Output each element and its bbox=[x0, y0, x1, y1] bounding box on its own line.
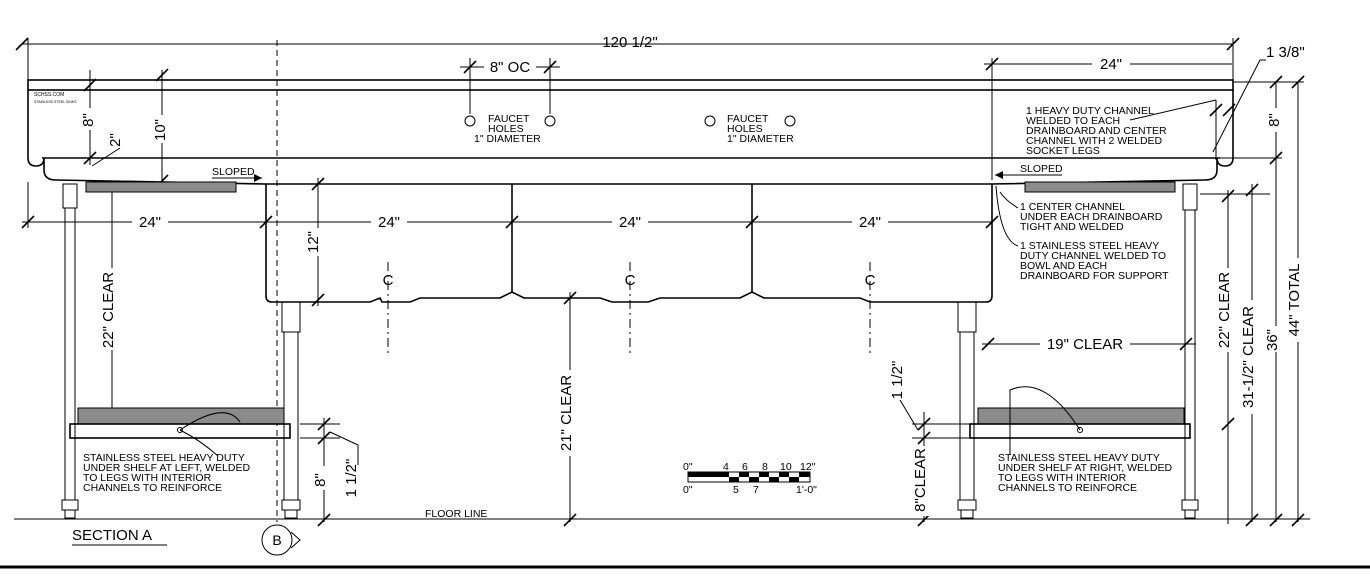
right-clear-31-label: 31-1/2" CLEAR bbox=[1240, 306, 1257, 408]
svg-text:TO LEGS WITH INTERIOR: TO LEGS WITH INTERIOR bbox=[998, 472, 1127, 484]
left-backsplash-dims: 8" 10" 2" bbox=[50, 68, 169, 188]
right-shelf-dimensions: 1 1/2" 8"CLEAR bbox=[889, 361, 970, 527]
right-shelf-clear-label: 8"CLEAR bbox=[912, 448, 929, 512]
bowl-depth-dimension: 12" bbox=[305, 177, 325, 307]
right-vertical-dimensions: 22" CLEAR 31-1/2" CLEAR 36" 44" TOTAL bbox=[1200, 75, 1310, 527]
bowl-2-label: 24" bbox=[619, 214, 641, 231]
edge-dimension: 1 3/8" bbox=[1209, 44, 1305, 160]
svg-text:BOWL AND EACH: BOWL AND EACH bbox=[1020, 260, 1107, 272]
svg-text:HOLES: HOLES bbox=[727, 123, 763, 135]
backsplash: SCHSS.COM STAINLESS STEEL SINKS bbox=[27, 79, 1234, 181]
right-undershelf: STAINLESS STEEL HEAVY DUTY UNDER SHELF A… bbox=[969, 386, 1191, 494]
svg-text:FAUCET: FAUCET bbox=[727, 113, 769, 125]
width-dimensions: 24" 24" 24" 24" bbox=[21, 182, 999, 231]
sloped-left-label: SLOPED bbox=[212, 166, 255, 178]
svg-text:10: 10 bbox=[780, 461, 792, 473]
svg-text:0": 0" bbox=[683, 484, 693, 496]
left-undershelf: STAINLESS STEEL HEAVY DUTY UNDER SHELF A… bbox=[69, 407, 291, 494]
right-drainboard: SLOPED bbox=[958, 163, 1206, 303]
faucet-holes-right: FAUCET HOLES 1" DIAMETER bbox=[704, 113, 796, 145]
svg-text:5: 5 bbox=[733, 484, 739, 496]
left-clear-dimension: 22" CLEAR bbox=[100, 192, 124, 408]
centerline-1: C bbox=[383, 272, 394, 289]
overall-dimension: 120 1/2" bbox=[15, 34, 1240, 82]
backsplash-10-label: 10" bbox=[152, 119, 169, 141]
svg-text:6: 6 bbox=[742, 461, 748, 473]
svg-text:1 STAINLESS STEEL HEAVY: 1 STAINLESS STEEL HEAVY bbox=[1020, 240, 1159, 252]
svg-text:1 CENTER CHANNEL: 1 CENTER CHANNEL bbox=[1020, 201, 1125, 213]
height-36-label: 36" bbox=[1264, 329, 1281, 351]
center-clear-dimension: 21" CLEAR bbox=[558, 291, 582, 527]
svg-text:4: 4 bbox=[723, 461, 729, 473]
svg-text:CHANNELS TO REINFORCE: CHANNELS TO REINFORCE bbox=[998, 482, 1137, 494]
backsplash-8-label: 8" bbox=[80, 113, 97, 127]
left-clear-label: 22" CLEAR bbox=[100, 272, 117, 348]
right-shelf-thick-label: 1 1/2" bbox=[889, 361, 906, 400]
bowl-3-label: 24" bbox=[859, 214, 881, 231]
left-drainboard-label: 24" bbox=[139, 214, 161, 231]
right-backsplash-8-label: 8" bbox=[1266, 113, 1283, 127]
svg-text:12": 12" bbox=[800, 461, 816, 473]
svg-text:1" DIAMETER: 1" DIAMETER bbox=[727, 133, 794, 145]
svg-text:CHANNELS TO REINFORCE: CHANNELS TO REINFORCE bbox=[83, 482, 222, 494]
svg-text:UNDER SHELF AT RIGHT, WELDED: UNDER SHELF AT RIGHT, WELDED bbox=[998, 462, 1172, 474]
section-callout: B bbox=[261, 524, 301, 556]
svg-text:1 HEAVY DUTY CHANNEL: 1 HEAVY DUTY CHANNEL bbox=[1026, 105, 1154, 117]
svg-text:DUTY CHANNEL WELDED TO: DUTY CHANNEL WELDED TO bbox=[1020, 250, 1166, 262]
svg-text:1'-0": 1'-0" bbox=[796, 484, 817, 496]
overall-length-label: 120 1/2" bbox=[602, 34, 657, 51]
bowl-depth-label: 12" bbox=[305, 231, 322, 253]
backsplash-2-label: 2" bbox=[107, 133, 124, 147]
svg-text:UNDER SHELF AT LEFT, WELDED: UNDER SHELF AT LEFT, WELDED bbox=[83, 462, 250, 474]
faucet-oc-dimension: 8" OC bbox=[460, 56, 560, 114]
svg-text:0": 0" bbox=[683, 461, 693, 473]
svg-text:FAUCET: FAUCET bbox=[488, 113, 530, 125]
left-shelf-dimensions: 8" 1 1/2" bbox=[300, 417, 360, 527]
svg-text:1" DIAMETER: 1" DIAMETER bbox=[474, 133, 541, 145]
svg-text:STAINLESS STEEL HEAVY DUTY: STAINLESS STEEL HEAVY DUTY bbox=[998, 452, 1160, 464]
scale-bar: 0" 4 6 8 10 12" 0" 5 7 1'-0" bbox=[683, 461, 817, 496]
sink-bowls: C C C bbox=[266, 183, 992, 355]
right-clear-22-label: 22" CLEAR bbox=[1216, 272, 1233, 348]
faucet-oc-label: 8" OC bbox=[490, 59, 531, 76]
svg-text:CHANNEL WITH 2 WELDED: CHANNEL WITH 2 WELDED bbox=[1026, 135, 1163, 147]
floor-line: FLOOR LINE bbox=[14, 508, 1310, 520]
svg-text:STAINLESS STEEL HEAVY DUTY: STAINLESS STEEL HEAVY DUTY bbox=[83, 452, 245, 464]
svg-text:B: B bbox=[272, 532, 281, 548]
section-label: SECTION A bbox=[72, 527, 167, 546]
centerline-3: C bbox=[865, 272, 876, 289]
sloped-right-label: SLOPED bbox=[1020, 163, 1063, 175]
right-19-clear-label: 19" CLEAR bbox=[1047, 336, 1123, 353]
svg-text:SOCKET LEGS: SOCKET LEGS bbox=[1026, 145, 1100, 157]
svg-text:TIGHT AND WELDED: TIGHT AND WELDED bbox=[1020, 221, 1124, 233]
svg-text:SECTION A: SECTION A bbox=[72, 527, 152, 544]
svg-text:8: 8 bbox=[762, 461, 768, 473]
svg-text:UNDER EACH DRAINBOARD: UNDER EACH DRAINBOARD bbox=[1020, 211, 1163, 223]
right-19-clear-dimension: 19" CLEAR bbox=[981, 334, 1196, 353]
edge-label: 1 3/8" bbox=[1266, 44, 1305, 61]
left-drainboard: SLOPED bbox=[55, 166, 300, 303]
right-drainboard-top-label: 24" bbox=[1100, 56, 1122, 73]
svg-text:TO LEGS WITH INTERIOR: TO LEGS WITH INTERIOR bbox=[83, 472, 212, 484]
svg-text:7: 7 bbox=[753, 484, 759, 496]
logo-line2: STAINLESS STEEL SINKS bbox=[34, 100, 77, 104]
center-clear-label: 21" CLEAR bbox=[558, 375, 575, 451]
right-notes: 1 HEAVY DUTY CHANNEL WELDED TO EACH DRAI… bbox=[995, 99, 1217, 282]
left-shelf-thick-label: 1 1/2" bbox=[343, 459, 360, 498]
svg-text:WELDED TO EACH: WELDED TO EACH bbox=[1026, 115, 1120, 127]
bowl-1-label: 24" bbox=[378, 214, 400, 231]
left-shelf-8-label: 8" bbox=[312, 473, 329, 487]
logo-line1: SCHSS.COM bbox=[34, 92, 64, 98]
svg-text:DRAINBOARD FOR SUPPORT: DRAINBOARD FOR SUPPORT bbox=[1020, 270, 1169, 282]
total-44-label: 44" TOTAL bbox=[1286, 264, 1303, 337]
right-drainboard-top-dimension: 24" bbox=[984, 54, 1232, 180]
svg-text:DRAINBOARD AND CENTER: DRAINBOARD AND CENTER bbox=[1026, 125, 1167, 137]
centerline-2: C bbox=[625, 272, 636, 289]
svg-text:HOLES: HOLES bbox=[488, 123, 524, 135]
faucet-holes-left: FAUCET HOLES 1" DIAMETER bbox=[464, 113, 556, 145]
floor-line-label: FLOOR LINE bbox=[425, 508, 487, 520]
